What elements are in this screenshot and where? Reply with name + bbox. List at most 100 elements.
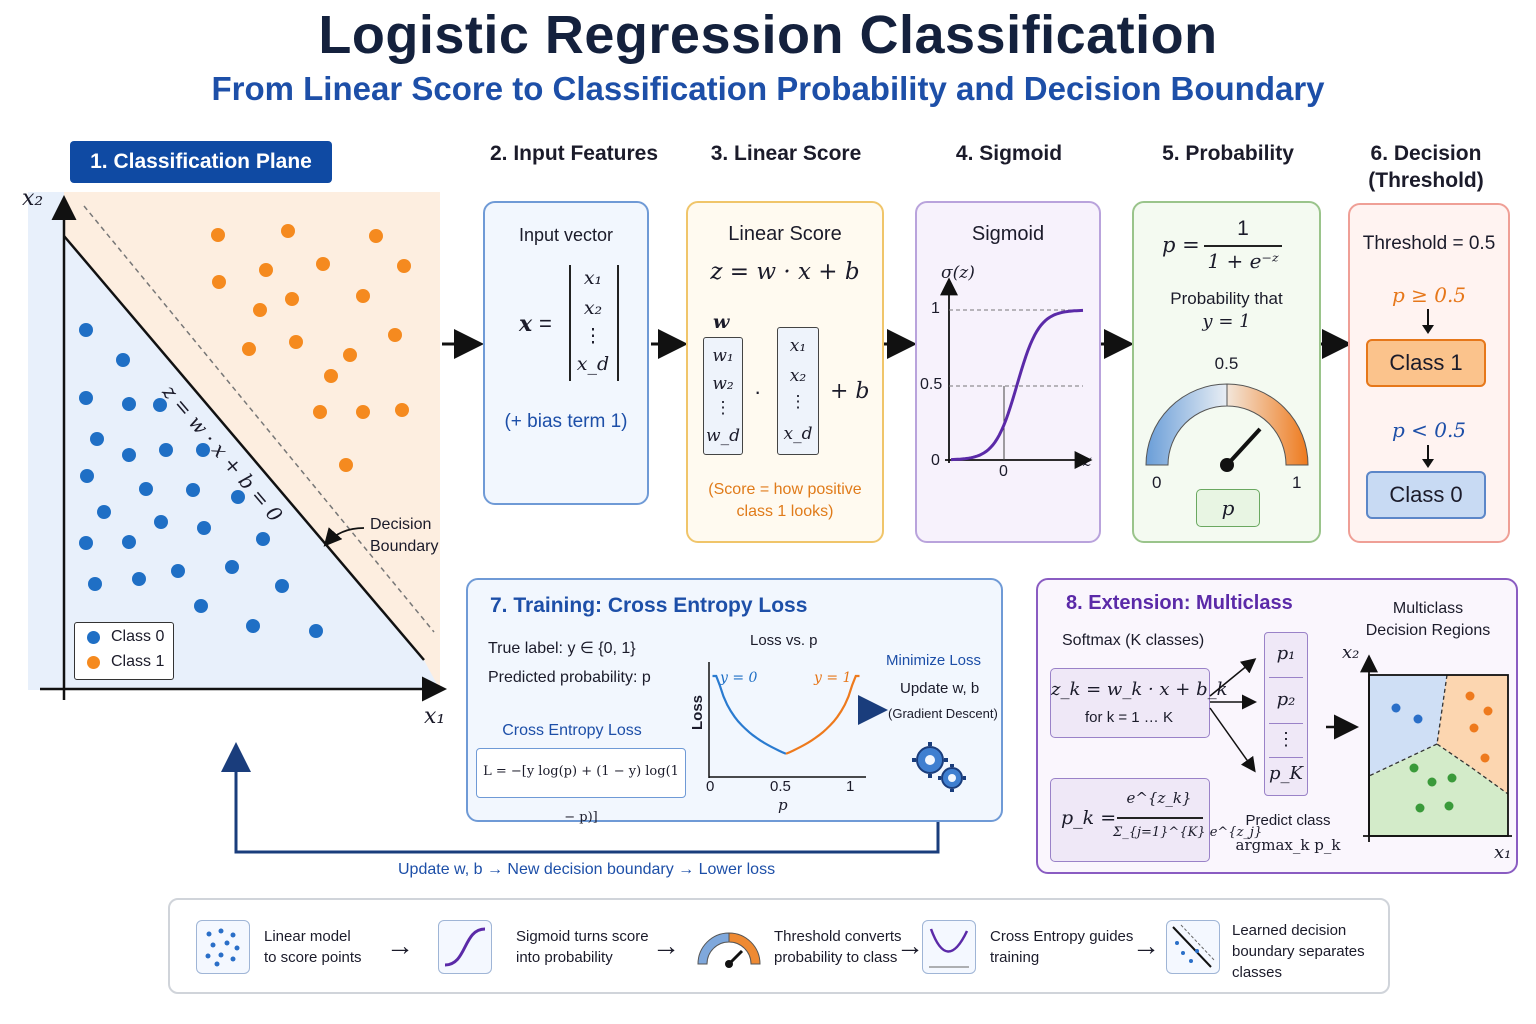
loss-x-axis-label: p (778, 796, 788, 814)
sigmoid-tick-x0: 0 (999, 463, 1008, 480)
footer-arrow-4: → (1132, 930, 1160, 961)
probability-gauge (1145, 383, 1309, 472)
class1-point (369, 229, 383, 243)
weight-vector: w₁ w₂ ⋮ w_d (703, 337, 743, 455)
linear-score-formula: z = w · x + b (710, 259, 860, 285)
prob-entry-1: p₁ (1276, 643, 1296, 664)
arrowhead-class0 (1422, 459, 1434, 468)
class0-point (194, 599, 208, 613)
class0-point (80, 469, 94, 483)
feedback-arrow (221, 742, 940, 854)
arrow-to-class0 (1427, 445, 1429, 463)
class1-point (388, 328, 402, 342)
class1-point (316, 257, 330, 271)
prob-formula-num: 1 (1237, 217, 1249, 240)
gear-icon (912, 742, 966, 792)
footer-text-5a: Learned decision (1232, 922, 1347, 939)
region-c-point (1447, 773, 1457, 783)
region-b-point (1465, 691, 1475, 701)
region-c-point (1444, 801, 1454, 811)
plus-bias: + b (830, 379, 870, 404)
prob-text-2: y = 1 (1202, 311, 1251, 332)
panel2-card: Input vector x = x₁ x₂ ⋮ x_d (+ bias ter… (483, 201, 649, 505)
gradient-descent-label: (Gradient Descent) (888, 706, 998, 721)
input-vector-equals: = (539, 311, 552, 336)
footer-arrow-1: → (386, 930, 414, 961)
curve-y1-label: y = 1 (814, 670, 852, 686)
class0-point (159, 443, 173, 457)
zk-formula: z_k = w_k · x + b_k (1051, 679, 1228, 700)
score-note-2: class 1 looks) (736, 503, 834, 520)
class1-point (281, 224, 295, 238)
class0-box: Class 0 (1366, 471, 1486, 519)
softmax-label: Softmax (K classes) (1062, 632, 1205, 649)
footer-text-5c: classes (1232, 964, 1283, 981)
footer-text-2: Sigmoid turns score into probability (516, 926, 649, 968)
ce-title: Cross Entropy Loss (502, 722, 642, 739)
footer-text-5: Learned decision boundary separates clas… (1232, 920, 1365, 983)
x-vector: x₁ x₂ ⋮ x_d (777, 327, 819, 455)
footer-text-1a: Linear model (264, 928, 351, 945)
region-boundaries (1368, 674, 1509, 795)
legend-class0-label: Class 0 (111, 628, 165, 645)
x-entry-2: x₂ (789, 366, 807, 386)
input-entry-2: x₂ (583, 297, 603, 319)
class1-point (356, 405, 370, 419)
loss-chart-title: Loss vs. p (750, 632, 818, 649)
input-entry-d: x_d (576, 353, 610, 375)
update-wb-label: Update w, b (900, 680, 980, 697)
class0-point (225, 560, 239, 574)
class1-point (211, 228, 225, 242)
class1-point (313, 405, 327, 419)
class0-point (153, 398, 167, 412)
footer-text-1b: to score points (264, 949, 362, 966)
gauge-min-label: 0 (1152, 473, 1162, 492)
class0-point (275, 579, 289, 593)
class1-point (397, 259, 411, 273)
class1-point (324, 369, 338, 383)
panel8-card: 8. Extension: Multiclass Softmax (K clas… (1036, 578, 1518, 874)
panel4-card: Sigmoid σ(z) 1 0.5 0 0 z (915, 201, 1101, 543)
loss-curve-icon (922, 920, 976, 974)
class1-point (285, 292, 299, 306)
footer-text-3: Threshold converts probability to class (774, 926, 902, 968)
panel2-header: 2. Input Features (489, 142, 659, 165)
class0-point (171, 564, 185, 578)
footer-text-4b: training (990, 949, 1040, 966)
class1-point (289, 335, 303, 349)
bias-note: (+ bias term 1) (504, 411, 628, 432)
cond-class0: p < 0.5 (1391, 418, 1467, 442)
footer-text-2a: Sigmoid turns score (516, 928, 649, 945)
class0-point (122, 535, 136, 549)
footer-text-1: Linear model to score points (264, 926, 362, 968)
panel1-legend: Class 0 Class 1 (74, 622, 174, 680)
class1-point (253, 303, 267, 317)
x-entry-d: x_d (783, 424, 813, 444)
panel1-header: 1. Classification Plane (70, 141, 332, 183)
predict-class-1: Predict class (1245, 812, 1331, 829)
prob-entry-k: p_K (1269, 763, 1303, 784)
summary-footer: Linear model to score points → Sigmoid t… (168, 898, 1390, 994)
region-c-point (1409, 763, 1419, 773)
panel5-header: 5. Probability (1162, 142, 1294, 165)
loss-curve-y0 (712, 674, 787, 755)
footer-arrow-3: → (896, 930, 924, 961)
region-class-b (1437, 675, 1508, 794)
x-entry-dots: ⋮ (789, 392, 807, 411)
class0-point (139, 482, 153, 496)
ce-formula-box: L = −[y log(p) + (1 − y) log(1 − p)] (476, 748, 686, 825)
class0-point (246, 619, 260, 633)
class1-point (259, 263, 273, 277)
panel6-header-2: (Threshold) (1368, 169, 1484, 192)
footer-text-4a: Cross Entropy guides (990, 928, 1134, 945)
boundary-pointer (323, 527, 365, 547)
input-vector-name: x (519, 311, 533, 337)
loss-x-tick-0: 0 (706, 778, 715, 795)
class0-point (197, 521, 211, 535)
pred-prob-text: Predicted probability: p (488, 669, 651, 686)
panel8-title: 8. Extension: Multiclass (1066, 592, 1293, 614)
input-entry-dots: ⋮ (583, 326, 603, 347)
true-label-text: True label: y ∈ {0, 1} (488, 640, 636, 657)
panel5-card: p = 1 1 + e⁻ᶻ Probability that y = 1 0.5… (1132, 201, 1321, 543)
